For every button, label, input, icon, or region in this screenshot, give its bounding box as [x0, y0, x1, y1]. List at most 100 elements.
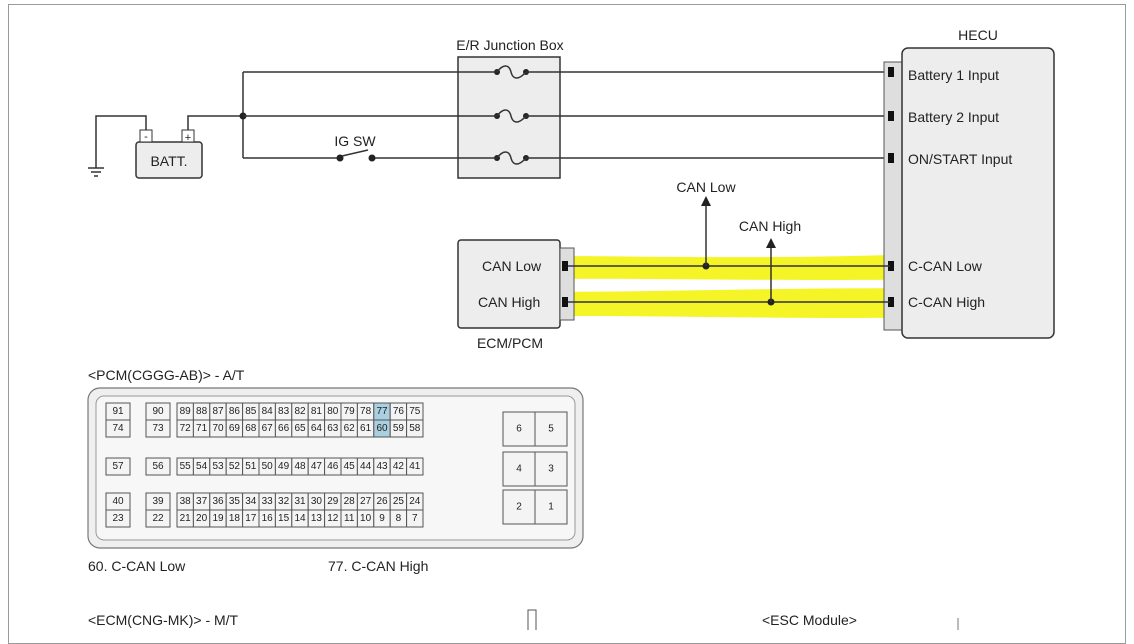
pin-6: 6 — [502, 411, 536, 447]
svg-text:8: 8 — [396, 513, 402, 524]
svg-text:52: 52 — [229, 461, 241, 472]
pin-55: 55 — [176, 457, 194, 476]
svg-text:34: 34 — [245, 496, 257, 507]
hecu-input-battery2: Battery 2 Input — [908, 109, 999, 125]
svg-text:77: 77 — [376, 406, 388, 417]
svg-text:43: 43 — [376, 461, 388, 472]
pin-80: 80 — [324, 402, 342, 421]
pin-28: 28 — [340, 492, 358, 511]
pin-14: 14 — [291, 509, 309, 528]
pin-79: 79 — [340, 402, 358, 421]
svg-text:62: 62 — [344, 423, 356, 434]
pin-33: 33 — [258, 492, 276, 511]
pin-50: 50 — [258, 457, 276, 476]
svg-text:27: 27 — [360, 496, 372, 507]
pin-32: 32 — [274, 492, 293, 511]
pin-72: 72 — [176, 419, 194, 438]
pin-29: 29 — [324, 492, 342, 511]
ecm-title: ECM/PCM — [477, 335, 543, 351]
highlight-can-high — [462, 288, 1010, 318]
svg-text:38: 38 — [180, 496, 192, 507]
svg-text:90: 90 — [152, 406, 164, 417]
svg-text:83: 83 — [278, 406, 290, 417]
ecm-pin-can-low: CAN Low — [482, 258, 542, 274]
pin-27: 27 — [356, 492, 375, 511]
svg-text:74: 74 — [112, 423, 124, 434]
svg-text:15: 15 — [278, 513, 290, 524]
battery-feed-wire — [187, 115, 243, 130]
svg-text:60: 60 — [376, 423, 388, 434]
ecm-pin-can-high: CAN High — [478, 294, 540, 310]
pin-60: 60 — [373, 419, 391, 438]
pin-4: 4 — [502, 451, 536, 487]
pin-49: 49 — [274, 457, 293, 476]
pin-17: 17 — [242, 509, 260, 528]
svg-text:71: 71 — [196, 423, 208, 434]
svg-text:75: 75 — [409, 406, 421, 417]
svg-text:82: 82 — [294, 406, 306, 417]
battery-label: BATT. — [150, 153, 187, 169]
pin-74: 74 — [105, 419, 131, 438]
svg-text:70: 70 — [212, 423, 224, 434]
ground-symbol — [88, 115, 147, 177]
svg-text:6: 6 — [516, 424, 522, 435]
svg-text:31: 31 — [294, 496, 306, 507]
hecu-input-on-start: ON/START Input — [908, 151, 1012, 167]
pin-75: 75 — [406, 402, 424, 421]
svg-text:11: 11 — [344, 513, 355, 524]
battery: - + BATT. — [135, 129, 203, 179]
pin-53: 53 — [209, 457, 227, 476]
hecu-title: HECU — [958, 27, 998, 43]
svg-text:41: 41 — [409, 461, 421, 472]
connector-note-77: 77. C-CAN High — [328, 558, 428, 574]
svg-text:3: 3 — [548, 464, 554, 475]
can-low-arrow — [701, 196, 711, 206]
svg-text:29: 29 — [327, 496, 339, 507]
svg-text:5: 5 — [548, 424, 554, 435]
pin-1: 1 — [534, 489, 568, 525]
svg-text:55: 55 — [180, 461, 192, 472]
svg-text:66: 66 — [278, 423, 290, 434]
hecu-input-c-can-low: C-CAN Low — [908, 258, 983, 274]
pin-39: 39 — [145, 492, 171, 511]
svg-text:50: 50 — [262, 461, 274, 472]
pin-65: 65 — [291, 419, 309, 438]
svg-text:73: 73 — [152, 423, 164, 434]
pin-48: 48 — [291, 457, 309, 476]
svg-text:13: 13 — [311, 513, 323, 524]
pin-21: 21 — [176, 509, 194, 528]
ecm-body — [457, 239, 561, 329]
hecu-body — [901, 47, 1055, 339]
svg-text:23: 23 — [112, 513, 124, 524]
pin-88: 88 — [192, 402, 211, 421]
svg-text:1: 1 — [548, 502, 554, 513]
pin-36: 36 — [209, 492, 227, 511]
pin-83: 83 — [274, 402, 293, 421]
pin-10: 10 — [356, 509, 375, 528]
svg-text:21: 21 — [180, 513, 192, 524]
svg-text:68: 68 — [245, 423, 257, 434]
pin-24: 24 — [406, 492, 424, 511]
pin-78: 78 — [356, 402, 375, 421]
svg-text:46: 46 — [327, 461, 339, 472]
pin-20: 20 — [192, 509, 211, 528]
battery-neg-label: - — [144, 131, 148, 143]
pin-47: 47 — [307, 457, 326, 476]
pin-87: 87 — [209, 402, 227, 421]
svg-text:4: 4 — [516, 464, 522, 475]
pin-52: 52 — [225, 457, 244, 476]
hecu-connector — [883, 61, 903, 331]
pin-82: 82 — [291, 402, 309, 421]
svg-text:91: 91 — [112, 406, 124, 417]
pin-42: 42 — [389, 457, 408, 476]
svg-text:59: 59 — [393, 423, 405, 434]
pin-64: 64 — [307, 419, 326, 438]
svg-text:81: 81 — [311, 406, 323, 417]
pin-43: 43 — [373, 457, 391, 476]
pin-15: 15 — [274, 509, 293, 528]
pin-51: 51 — [242, 457, 260, 476]
pin-71: 71 — [192, 419, 211, 438]
svg-text:12: 12 — [327, 513, 339, 524]
pin-2: 2 — [502, 489, 536, 525]
pin-76: 76 — [389, 402, 408, 421]
